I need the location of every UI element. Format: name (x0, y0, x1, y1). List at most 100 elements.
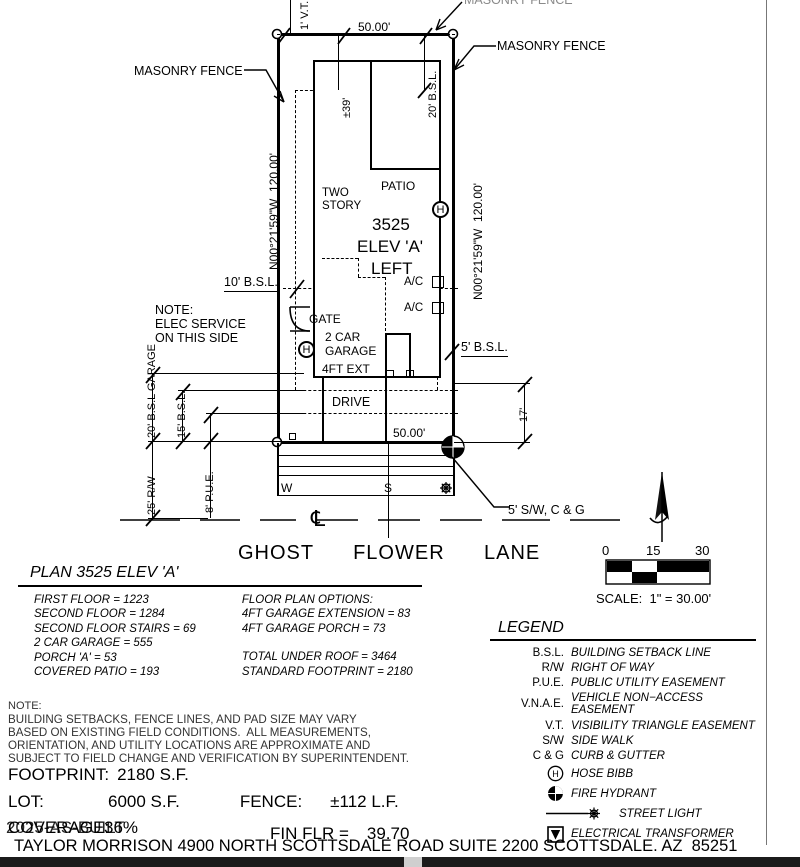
label-gate: GATE (309, 312, 341, 326)
porch-edge-2 (385, 333, 411, 335)
dim-right-setback-leader (444, 343, 460, 361)
general-note-block: NOTE: BUILDING SETBACKS, FENCE LINES, AN… (8, 700, 478, 765)
legend-rule (490, 639, 756, 641)
note-elec-service: NOTE: ELEC SERVICE ON THIS SIDE (155, 303, 246, 345)
label-garage-extension: 4FT EXT (322, 362, 370, 376)
setback-line-side-left (295, 90, 296, 390)
dim-top-width: 50.00' (358, 20, 391, 34)
dim-line-rw-v (152, 441, 154, 518)
plan-row: SECOND FLOOR = 1284 (34, 608, 165, 621)
plan-table-right-column: FLOOR PLAN OPTIONS: 4FT GARAGE EXTENSION… (242, 593, 438, 679)
legend-row: C & G CURB & GUTTER (490, 750, 766, 762)
setback-line-pue (283, 413, 458, 414)
plan-option-row: 4FT GARAGE EXTENSION = 83 (241, 608, 411, 621)
scale-tick-15: 15 (646, 543, 661, 558)
street-light-icon-plan (440, 482, 452, 494)
legend-definition: SIDE WALK (571, 734, 634, 747)
dim-label-8-pue: 8' P.U.E. (204, 471, 216, 513)
gate-swing-icon (289, 306, 311, 332)
dim-ticks-top (277, 27, 433, 45)
legend-row: ELECTRICAL TRANSFORMER (490, 825, 766, 843)
interior-dashed-line-2 (358, 258, 359, 277)
dim-line-15-v (182, 390, 184, 441)
label-two-story: TWO STORY (322, 187, 362, 212)
plan-row: COVERED PATIO = 193 (34, 666, 160, 679)
setback-line-garage (283, 390, 458, 391)
scale-bar-ticks: 0 15 30 (602, 543, 710, 560)
plan-option-row: 4FT GARAGE PORCH = 73 (241, 622, 386, 635)
lot-summary: FOOTPRINT: 2180 S.F. LOT: 6000 S.F. FENC… (6, 765, 488, 844)
hose-bibb-icon: H (547, 765, 564, 782)
dim-label-17: 17' (518, 407, 530, 422)
footprint-label: FOOTPRINT: (8, 765, 110, 784)
street-centerline (120, 519, 620, 521)
house-notch-vertical (370, 60, 372, 170)
legend-definition: HOSE BIBB (571, 767, 633, 780)
legend-definition: PUBLIC UTILITY EASEMENT (571, 677, 725, 690)
legend-abbr: C & G (532, 749, 564, 762)
label-ac-1: A/C (404, 276, 424, 288)
dim-rear-setback-tick (417, 82, 432, 99)
dim-front-setback: 10' B.S.L. (224, 276, 278, 292)
legend-abbr: V.T. (545, 719, 564, 732)
electrical-transformer-icon (547, 825, 564, 843)
plan-total-row: TOTAL UNDER ROOF = 3464 (241, 651, 397, 664)
label-masonry-fence-left: MASONRY FENCE (134, 64, 243, 78)
note-body: BUILDING SETBACKS, FENCE LINES, AND PAD … (8, 712, 409, 765)
legend-block: LEGEND B.S.L. BUILDING SETBACK LINE R/W … (490, 620, 766, 846)
dim-line-20-v (152, 373, 154, 441)
ac-unit-1 (432, 276, 444, 288)
dim-right-setback: 5' B.S.L. (461, 341, 508, 357)
legend-definition: BUILDING SETBACK LINE (571, 646, 711, 659)
dim-17-ext-top (454, 383, 530, 385)
hose-bibb-icon-right: H (432, 201, 449, 218)
label-patio: PATIO (381, 179, 416, 193)
legend-symbol-cell (490, 805, 600, 822)
legend-definition: STREET LIGHT (619, 807, 702, 820)
legend-symbol-cell (490, 785, 571, 802)
dim-visibility-triangle: 1' V.T. (299, 0, 311, 30)
dim-bottom-width: 50.00' (393, 426, 426, 440)
plan-table-title: PLAN 3525 ELEV 'A' (30, 564, 179, 581)
legend-row: FIRE HYDRANT (490, 785, 766, 802)
legend-abbr: S/W (542, 734, 564, 747)
legend-definition: VEHICLE NON−ACCESS EASEMENT (571, 692, 703, 717)
legend-row: P.U.E. PUBLIC UTILITY EASEMENT (490, 677, 766, 689)
lot-value: 6000 S.F. (108, 792, 180, 811)
dim-label-25-row: 25' R/W (146, 476, 158, 515)
walk-marker-3 (289, 433, 296, 440)
svg-text:H: H (552, 769, 559, 779)
dim-ext-line-15 (178, 390, 304, 392)
scale-tick-30: 30 (695, 543, 710, 558)
coverage-overlay-stamp: 2025-AS-BUILT (6, 818, 125, 837)
coverage-value: 36% (104, 818, 139, 837)
legend-symbol-cell (490, 825, 571, 843)
plan-total-row: STANDARD FOOTPRINT = 2180 (241, 665, 413, 678)
legend-row: V.N.A.E. VEHICLE NON−ACCESS EASEMENT (490, 692, 766, 716)
label-ac-2: A/C (404, 302, 424, 314)
legend-definition: VISIBILITY TRIANGLE EASEMENT (571, 719, 755, 732)
fence-label: FENCE: (239, 792, 303, 811)
window-bottom-bar (0, 857, 800, 867)
plan-row: FIRST FLOOR = 1223 (34, 594, 149, 606)
coverage-label: COVERAGE: (8, 818, 110, 837)
hose-bibb-icon-left: H (298, 341, 315, 358)
fin-flr-label: FIN FLR = (270, 824, 349, 843)
footprint-value: 2180 S.F. (117, 765, 189, 784)
lot-line-right (452, 33, 455, 443)
lot-line-front (277, 441, 455, 444)
dim-pad-depth-line (338, 36, 339, 90)
note-heading: NOTE: (8, 700, 42, 712)
legend-row: V.T. VISIBILITY TRIANGLE EASEMENT (490, 720, 766, 732)
scale-bar-graphic (605, 559, 711, 585)
plan-row: SECOND FLOOR STAIRS = 69 (34, 622, 196, 635)
legend-row: S/W SIDE WALK (490, 735, 766, 747)
dim-label-20-bsl-garage: 20' B.S.L GARAGE (146, 343, 158, 438)
dim-ext-line-rw (148, 441, 306, 443)
label-masonry-fence-top: MASONRY FENCE (464, 0, 573, 7)
walk-marker-1 (386, 370, 394, 378)
dim-pad-depth: ±39' (341, 97, 353, 118)
dim-right-bearing: N00°21'59"W 120.00' (471, 182, 485, 300)
legend-row: STREET LIGHT (490, 805, 766, 822)
site-plan-drawing: TWO STORY PATIO 3525 ELEV 'A' LEFT A/C A… (120, 0, 620, 563)
